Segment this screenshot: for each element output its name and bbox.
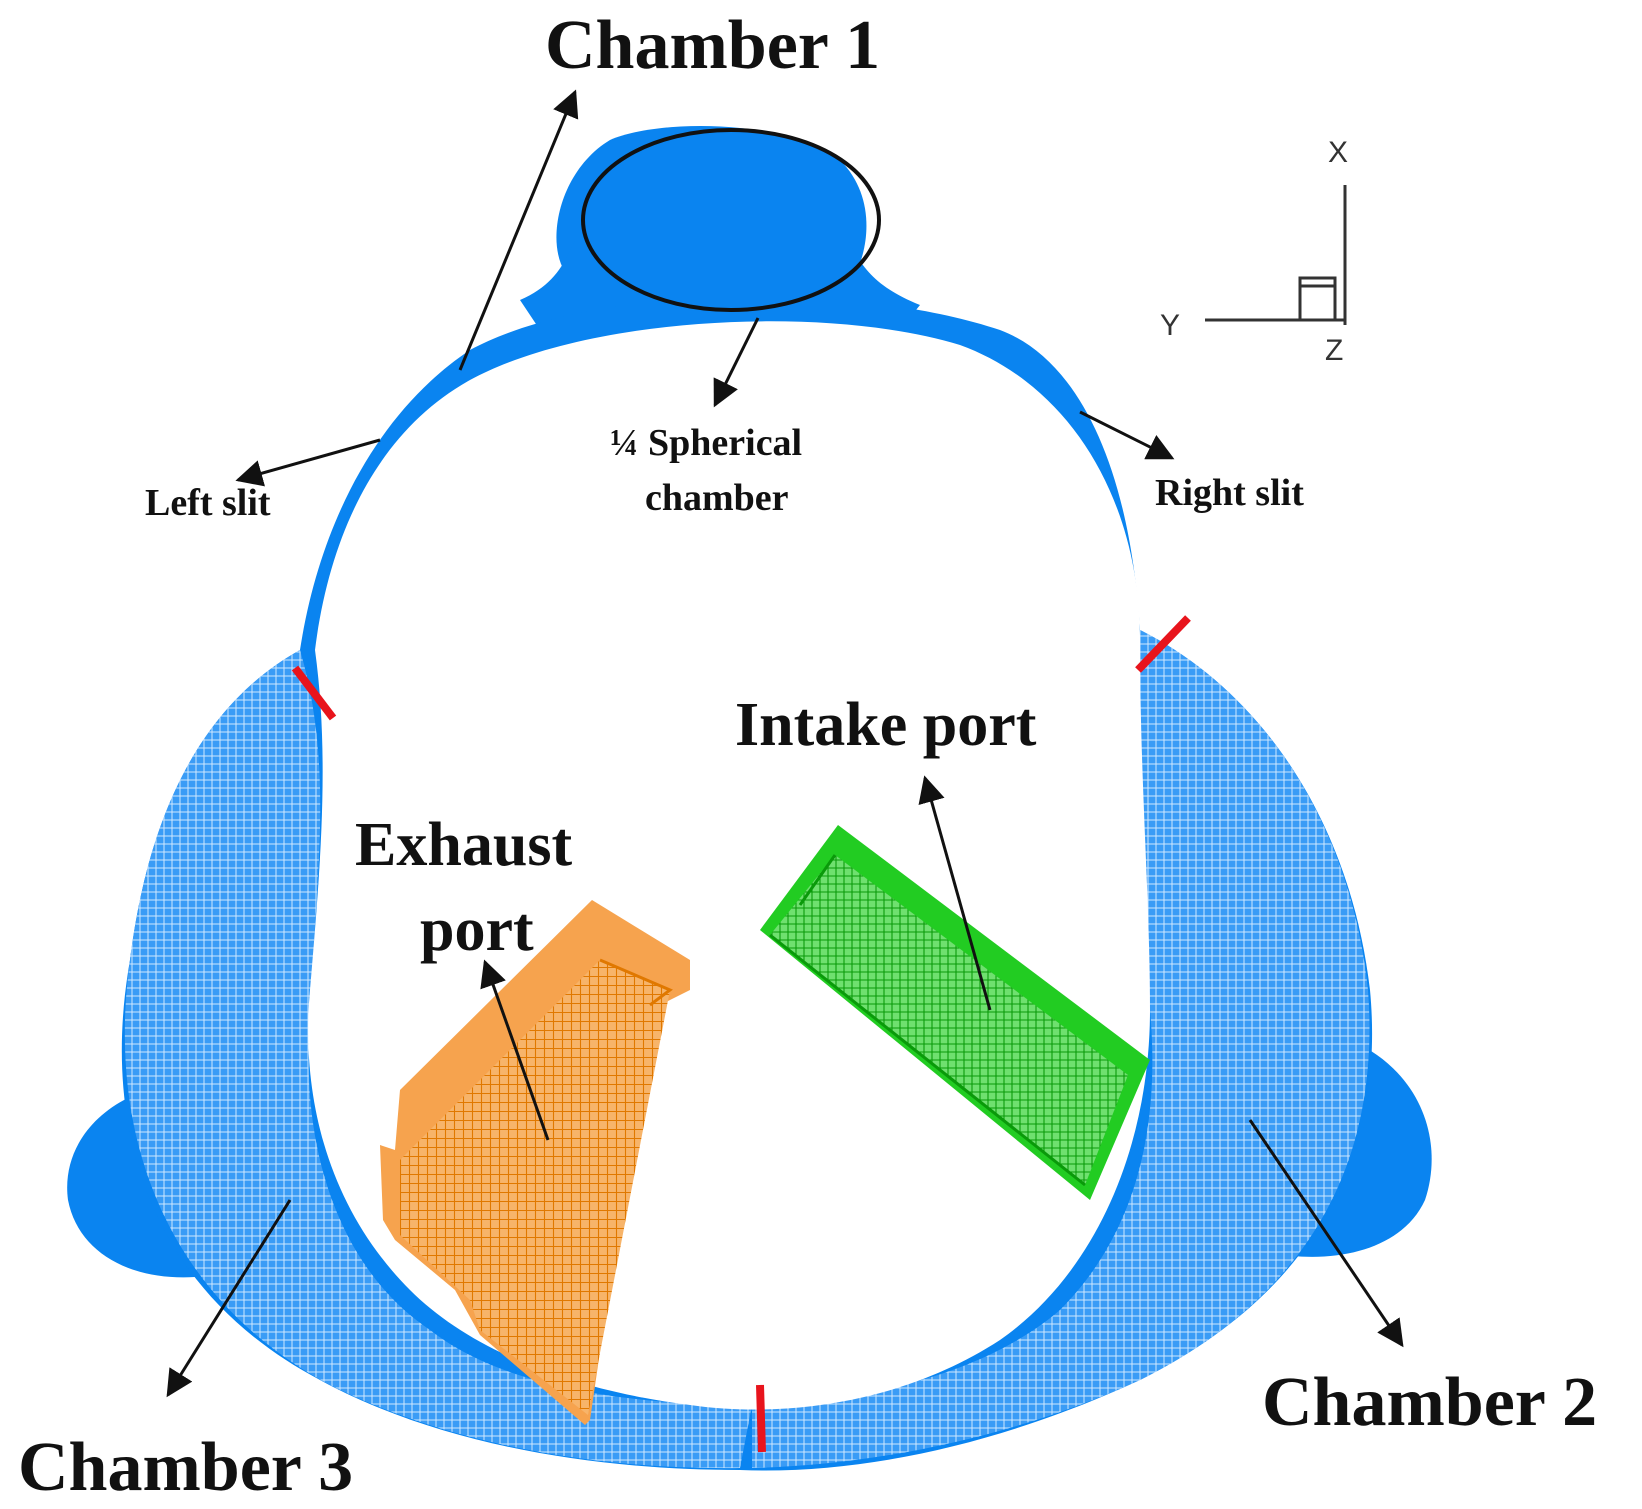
arrow-chamber2 bbox=[1248, 1119, 1404, 1348]
arrow-spherical bbox=[713, 317, 760, 408]
arrow-right-slit bbox=[1079, 410, 1175, 460]
axis-x-label: X bbox=[1328, 136, 1348, 169]
spherical-chamber-label-line2: chamber bbox=[645, 477, 789, 519]
arrow-intake bbox=[918, 775, 992, 1011]
intake-port-mesh bbox=[770, 855, 1128, 1185]
annotation-arrows bbox=[166, 89, 1404, 1398]
chamber2-label: Chamber 2 bbox=[1262, 1364, 1597, 1441]
axis-y-label: Y bbox=[1160, 309, 1180, 342]
axis-z-label: Z bbox=[1325, 334, 1343, 367]
exhaust-port-mesh bbox=[400, 960, 670, 1415]
intake-port bbox=[760, 825, 1150, 1200]
divider-left bbox=[291, 665, 337, 721]
arrow-left-slit bbox=[235, 438, 381, 487]
exhaust-port-label-line2: port bbox=[420, 896, 534, 964]
axis-triad bbox=[1205, 185, 1347, 325]
arrow-exhaust bbox=[480, 959, 550, 1141]
right-slit-label: Right slit bbox=[1155, 472, 1304, 514]
spherical-chamber-label-line1: ¼ Spherical bbox=[610, 422, 802, 464]
left-slit-label: Left slit bbox=[145, 482, 271, 524]
chamber2-mesh bbox=[752, 630, 1370, 1468]
chamber1-label: Chamber 1 bbox=[545, 7, 880, 84]
divider-marks bbox=[291, 615, 1191, 1453]
chamber1-spherical-bulb bbox=[556, 126, 867, 276]
chamber3-mesh bbox=[124, 650, 752, 1469]
chamber-body bbox=[67, 126, 1432, 1471]
arrow-chamber3 bbox=[166, 1199, 292, 1398]
exhaust-port bbox=[380, 900, 690, 1425]
chamber3-label: Chamber 3 bbox=[18, 1429, 353, 1506]
arrow-chamber1 bbox=[458, 89, 579, 371]
exhaust-port-label-line1: Exhaust bbox=[355, 811, 572, 879]
spherical-chamber-outline bbox=[581, 128, 881, 312]
divider-bottom bbox=[756, 1384, 766, 1453]
divider-right bbox=[1135, 615, 1191, 673]
intake-port-label: Intake port bbox=[735, 691, 1037, 759]
